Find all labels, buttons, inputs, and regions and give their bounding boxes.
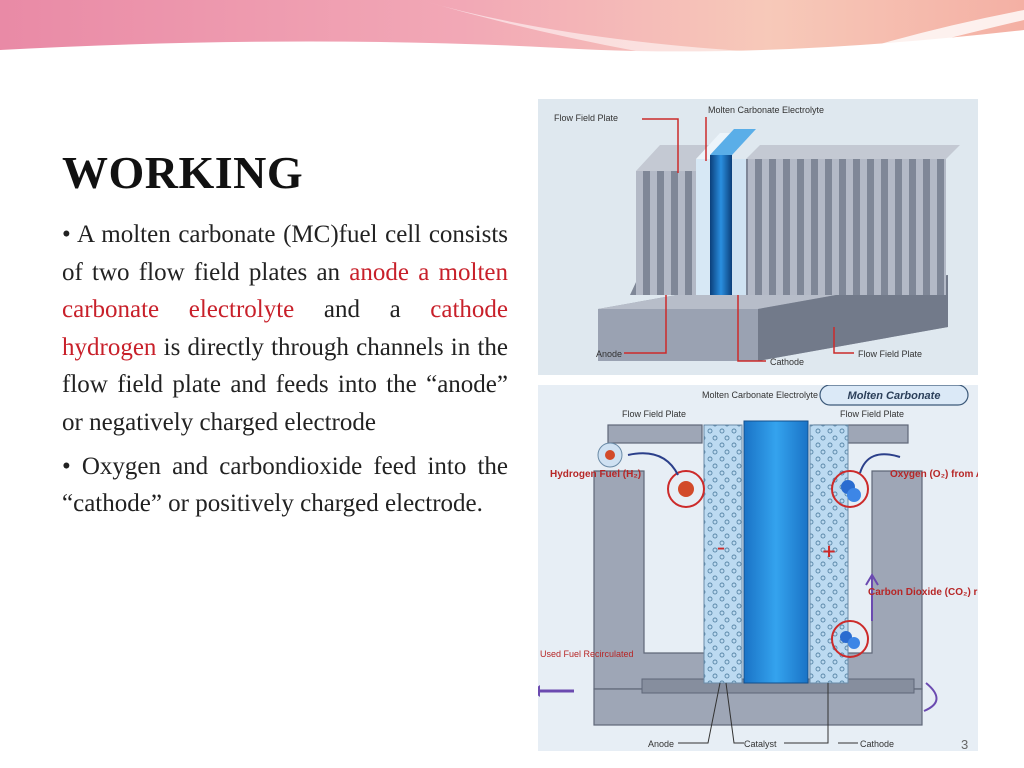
minus-sign: – bbox=[717, 538, 725, 557]
bullet-list: • A molten carbonate (MC)fuel cell consi… bbox=[62, 216, 508, 529]
molten-carbonate-banner: Molten Carbonate bbox=[819, 385, 969, 406]
page-number: 3 bbox=[961, 737, 969, 752]
label-catalyst: Catalyst bbox=[744, 739, 777, 749]
slide-title: WORKING bbox=[62, 147, 304, 198]
bullet-text-emphasis: cathode hydrogen bbox=[62, 296, 508, 361]
plus-sign: + bbox=[821, 541, 836, 562]
label-anode-bottom: Anode bbox=[648, 739, 674, 749]
fuel-cell-3d-illustration: Flow Field Plate Molten Carbonate Electr… bbox=[554, 105, 960, 367]
label-flow-field-plate-bottom: Flow Field Plate bbox=[858, 349, 922, 359]
label-flow-field-plate-top: Flow Field Plate bbox=[554, 113, 618, 123]
bullet-item: • A molten carbonate (MC)fuel cell consi… bbox=[62, 216, 508, 442]
header-banner bbox=[0, 0, 1024, 62]
label-electrolyte: Molten Carbonate Electrolyte bbox=[708, 105, 824, 115]
bullet-item: • Oxygen and carbondioxide feed into the… bbox=[62, 448, 508, 523]
bullet-text-emphasis: anode a molten carbonate electrolyte bbox=[62, 258, 508, 324]
label-hydrogen: Hydrogen Fuel (H₂) bbox=[550, 469, 641, 480]
fuel-cell-cross-section-diagram: Molten Carbonate – + Molten Carbonate El… bbox=[538, 385, 978, 751]
label-flow-field-plate-left: Flow Field Plate bbox=[622, 409, 686, 419]
fuel-cell-3d-diagram: Flow Field Plate Molten Carbonate Electr… bbox=[538, 99, 978, 375]
label-used-fuel: Used Fuel Recirculated bbox=[540, 649, 634, 659]
label-cathode: Cathode bbox=[770, 357, 804, 367]
label-cathode-bottom: Cathode bbox=[860, 739, 894, 749]
label-anode: Anode bbox=[596, 349, 622, 359]
label-oxygen: Oxygen (O₂) from Air bbox=[890, 469, 978, 480]
svg-text:Molten Carbonate: Molten Carbonate bbox=[848, 390, 941, 402]
bullet-text: is directly through channels in the flow… bbox=[62, 333, 508, 436]
fuel-cell-cross-section-illustration: Molten Carbonate – + Molten Carbonate El… bbox=[538, 385, 978, 751]
label-flow-field-plate-right: Flow Field Plate bbox=[840, 409, 904, 419]
bullet-text: • Oxygen and carbondioxide feed into the… bbox=[62, 452, 508, 518]
label-carbon-dioxide: Carbon Dioxide (CO₂) recirculated bbox=[868, 587, 978, 598]
label-electrolyte-bottom: Molten Carbonate Electrolyte bbox=[702, 390, 818, 400]
bullet-text: • A molten carbonate (MC)fuel cell consi… bbox=[62, 221, 508, 286]
bullet-text: and a bbox=[294, 296, 431, 324]
